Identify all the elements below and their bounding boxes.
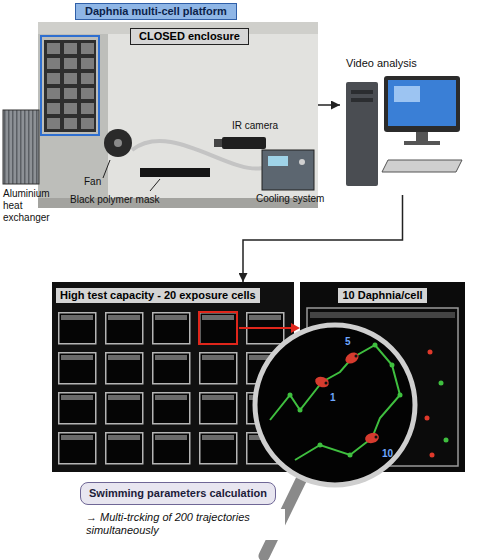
flow-arrow xyxy=(318,104,340,106)
panel-title: High test capacity - 20 exposure cells xyxy=(56,288,260,303)
heat-exchanger xyxy=(3,110,39,184)
daphnia-dot xyxy=(428,350,433,355)
cell-top xyxy=(310,312,455,318)
enclosure-back xyxy=(38,22,318,208)
label-holder: Cooling system xyxy=(256,193,324,205)
enclosure-left-wall xyxy=(38,22,108,208)
drive-slot xyxy=(351,98,373,102)
daphnia xyxy=(364,431,380,444)
part-label: Fan xyxy=(84,176,101,188)
track-number: 10 xyxy=(382,448,393,460)
label-holder: 5 xyxy=(345,336,351,348)
track-number: 1 xyxy=(330,392,336,404)
trajectory xyxy=(322,345,400,438)
calculation-title: Swimming parameters calculation xyxy=(80,482,276,505)
pc-tower xyxy=(346,82,378,186)
label-holder: Fan xyxy=(84,176,101,188)
daphnia-dot xyxy=(425,416,430,421)
black-mask xyxy=(140,168,210,177)
calculation-note: → Multi-trcking of 200 trajectories simu… xyxy=(80,509,285,539)
monitor xyxy=(384,76,460,132)
track-point xyxy=(298,408,303,413)
enclosure-title: CLOSED enclosure xyxy=(130,28,249,45)
magnifier xyxy=(255,325,415,485)
daphnia-dot xyxy=(444,438,449,443)
label-holder: 1 xyxy=(330,392,336,404)
label-holder: 10 xyxy=(382,448,393,460)
label-holder: IR camera xyxy=(232,120,278,132)
monitor-base xyxy=(404,141,440,145)
part-label: Cooling system xyxy=(256,193,324,205)
platform-highlight xyxy=(41,36,99,135)
cooling-display xyxy=(268,156,288,166)
selected-cell xyxy=(199,312,237,344)
monitor-stand xyxy=(416,132,428,142)
daphnia-eye xyxy=(355,355,358,358)
track-point xyxy=(373,343,378,348)
computer-title: Video analysis xyxy=(346,57,465,70)
platform-tag: Daphnia multi-cell platform xyxy=(75,3,237,20)
platform-cells xyxy=(47,43,94,129)
track-point xyxy=(390,363,395,368)
screen xyxy=(388,80,456,126)
daphnia-eye xyxy=(375,436,378,439)
platform-body xyxy=(44,40,96,132)
part-label: Aluminium heat exchanger xyxy=(3,188,61,224)
daphnia-eye xyxy=(325,382,328,385)
fan-hub xyxy=(114,139,122,147)
track-point xyxy=(398,393,403,398)
leader-line xyxy=(103,160,110,178)
leader-line xyxy=(150,179,160,191)
track-point xyxy=(348,453,353,458)
keyboard xyxy=(382,160,462,172)
cooling-unit xyxy=(262,150,314,190)
drive-slot xyxy=(351,90,373,94)
label-holder: Black polymer mask xyxy=(70,194,159,206)
zoom-arrow xyxy=(239,327,293,329)
enclosure-photo: CLOSED enclosure xyxy=(38,22,318,208)
part-label: IR camera xyxy=(232,120,278,132)
panel-title: 10 Daphnia/cell xyxy=(338,288,426,303)
part-label: Black polymer mask xyxy=(70,194,159,206)
cooling-knob xyxy=(299,159,305,165)
computer: Video analysis xyxy=(340,55,465,195)
daphnia xyxy=(343,350,360,366)
ir-camera xyxy=(222,137,266,149)
label-holder: Aluminium heat exchanger xyxy=(3,188,61,224)
calculation-box: Swimming parameters calculation → Multi-t… xyxy=(80,482,285,540)
track-point xyxy=(288,393,293,398)
daphnia-dot xyxy=(439,381,444,386)
trajectory xyxy=(270,382,322,420)
daphnia xyxy=(314,375,331,389)
platform-title: Daphnia multi-cell platform xyxy=(85,5,227,18)
screen-window xyxy=(394,86,420,102)
computer-art xyxy=(346,76,462,186)
track-point xyxy=(318,443,323,448)
camera-lens xyxy=(214,139,222,147)
fan xyxy=(104,129,132,157)
enclosure-photo-art xyxy=(3,22,318,208)
track-number: 5 xyxy=(345,336,351,348)
magnifier-lens xyxy=(255,325,415,485)
trajectory xyxy=(295,438,372,460)
flow-arrow xyxy=(243,195,403,282)
daphnia-dot xyxy=(430,453,435,458)
